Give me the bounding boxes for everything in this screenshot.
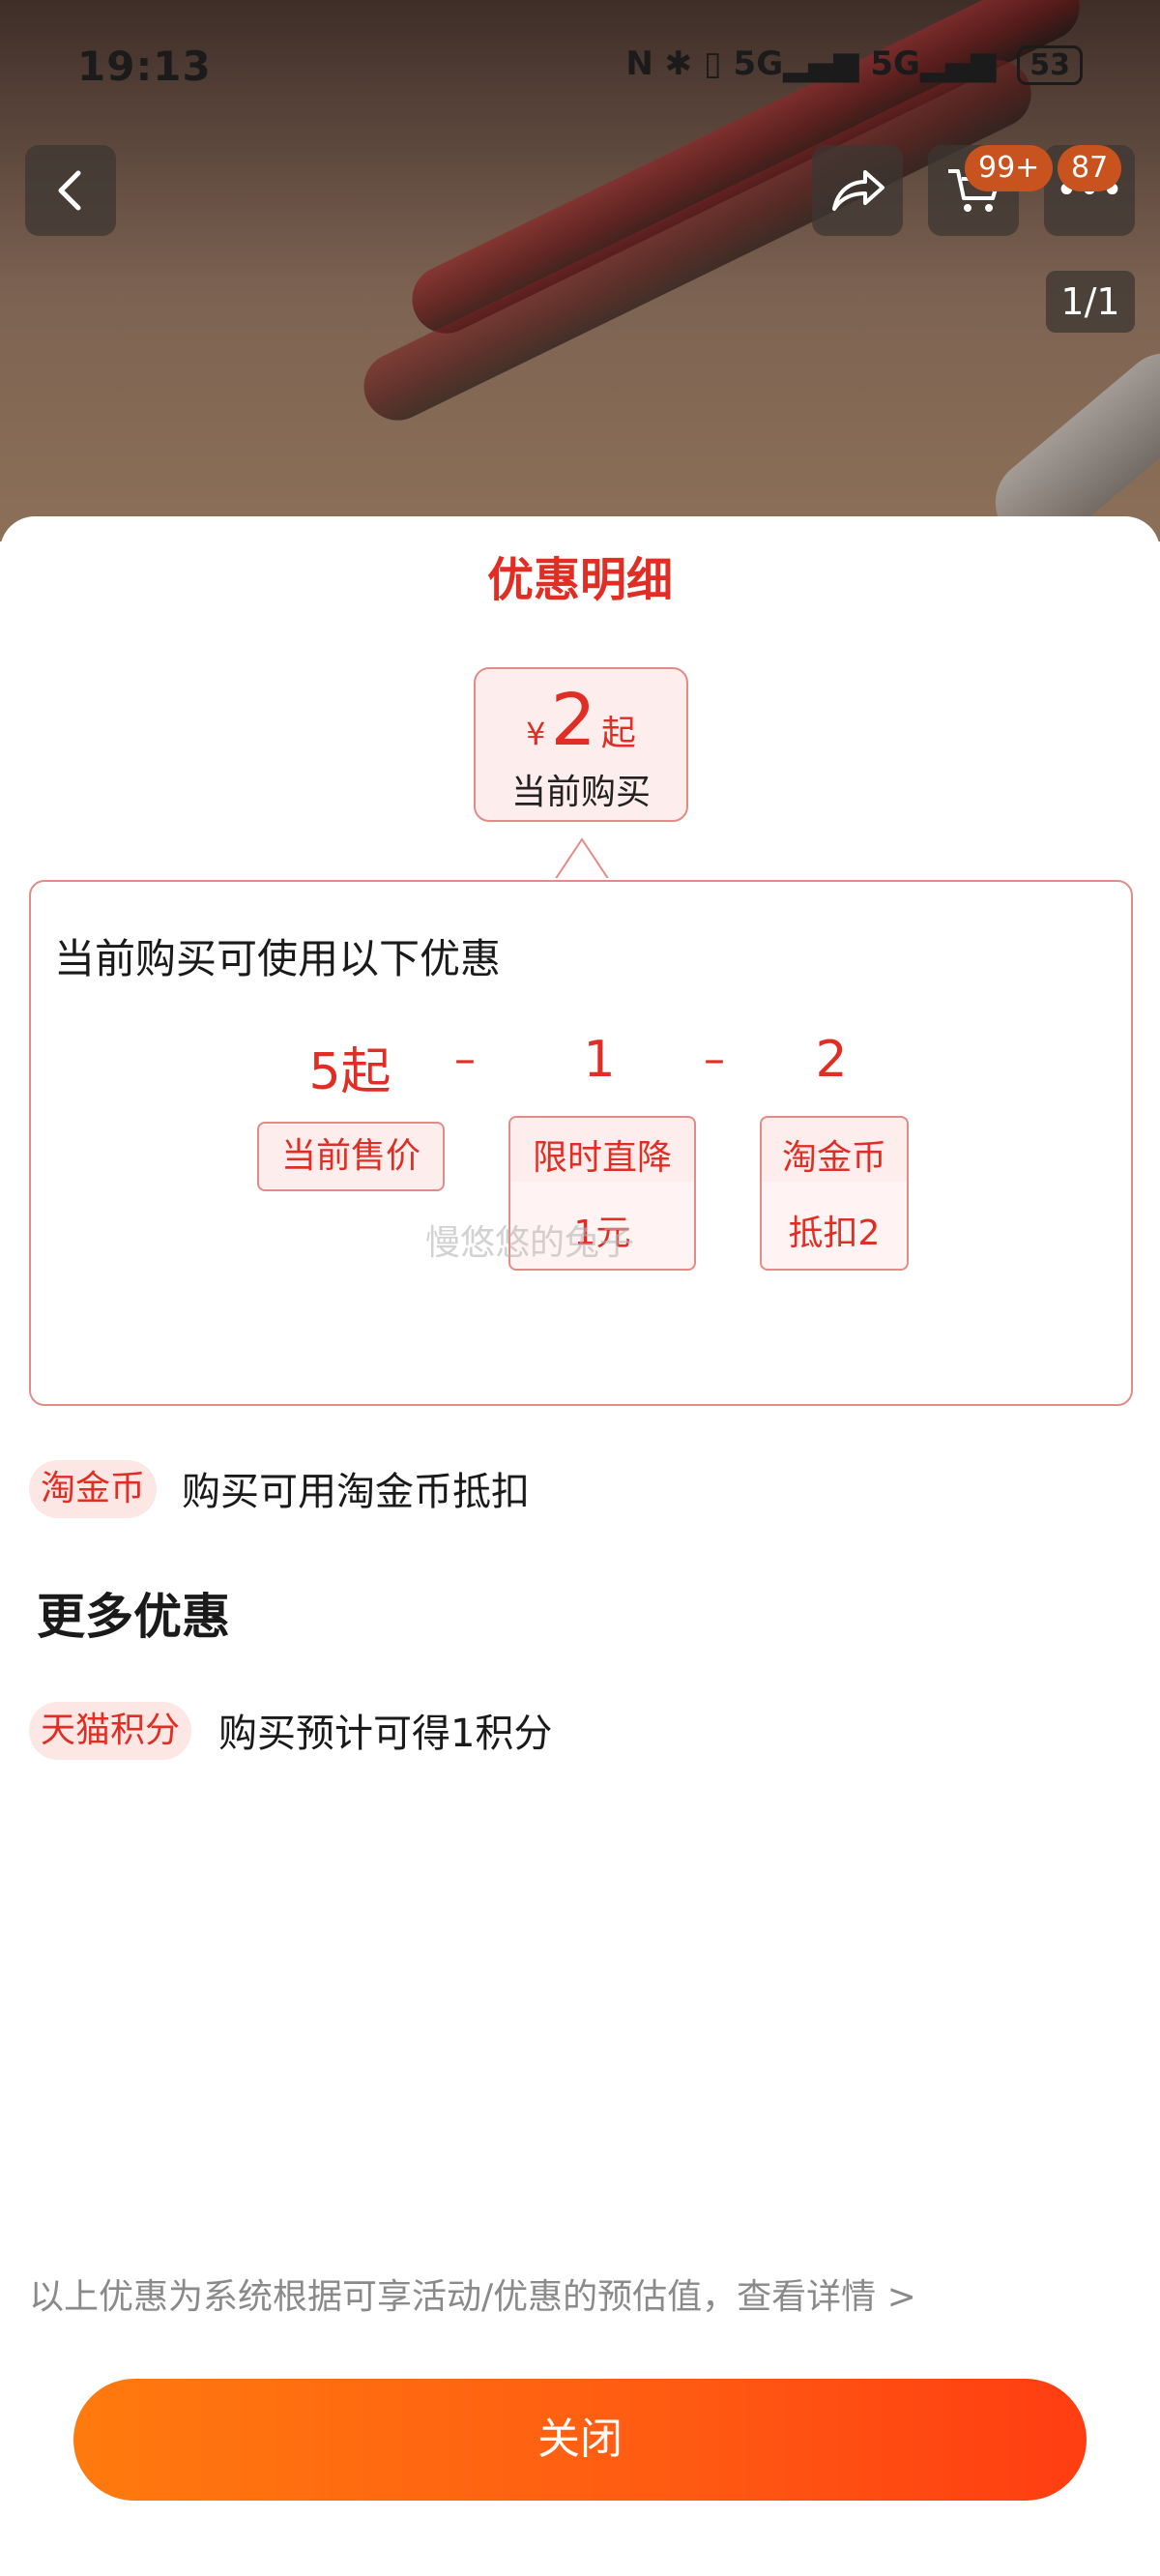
sheet-title: 优惠明细 [486,553,673,607]
formula-value-price: 5起 [308,1043,392,1101]
formula-minus: – [704,1035,725,1084]
price-suffix: 起 [600,714,636,753]
chip-label: 限时直降 [532,1138,672,1178]
status-bar: 19:13 N ✱ ▯ 5G▂▄▆ 5G▂▄▆ 53 [0,0,1160,97]
battery-icon: 53 [1017,45,1083,85]
price-amount: 2 [550,679,596,762]
formula-value-discount: 1 [583,1031,616,1089]
chip-divider [762,1182,907,1269]
chip-taojinbi: 淘金币 抵扣2 [760,1116,909,1271]
eraser-shape [977,335,1160,542]
status-time: 19:13 [77,43,212,90]
chip-label: 淘金币 [781,1138,886,1178]
signal-indicators: N ✱ ▯ 5G▂▄▆ 5G▂▄▆ [625,44,997,83]
more-discounts-title: 更多优惠 [37,1589,230,1645]
panel-pointer [553,837,611,880]
details-link[interactable]: 以上优惠为系统根据可享活动/优惠的预估值，查看详情 > [29,2277,916,2317]
cart-badge: 99+ [965,145,1054,191]
close-button[interactable]: 关闭 [73,2379,1087,2501]
status-icons: N ✱ ▯ 5G▂▄▆ 5G▂▄▆ 53 [625,44,1083,85]
message-badge: 87 [1058,145,1122,191]
pencil-shape [352,48,1043,432]
chip-limited-discount: 限时直降 1元 [508,1116,696,1271]
product-image [0,0,1160,542]
current-price-box: ¥ 2 起 当前购买 [474,667,688,822]
points-tag: 天猫积分 [29,1702,192,1760]
chip-divider [510,1182,694,1269]
chip-value: 抵扣2 [788,1214,881,1253]
watermark: 慢悠悠的兔子 [425,1223,635,1263]
coin-tag: 淘金币 [29,1460,158,1518]
image-pager: 1/1 [1046,271,1135,333]
price-label: 当前购买 [510,773,651,812]
share-button[interactable] [812,145,903,236]
discount-sheet [0,516,1160,2576]
coin-text: 购买可用淘金币抵扣 [182,1470,530,1514]
chip-current-price: 当前售价 [257,1122,445,1191]
formula-value-coin: 2 [815,1031,848,1089]
points-text: 购买预计可得1积分 [218,1712,553,1756]
price-row: ¥ 2 起 [476,679,686,762]
promo-heading: 当前购买可使用以下优惠 [54,935,502,982]
chip-value: 1元 [573,1214,631,1253]
back-button[interactable] [25,145,116,236]
share-icon [832,170,884,211]
currency-symbol: ¥ [526,716,546,752]
chevron-left-icon [58,170,81,211]
formula-minus: – [454,1035,476,1084]
